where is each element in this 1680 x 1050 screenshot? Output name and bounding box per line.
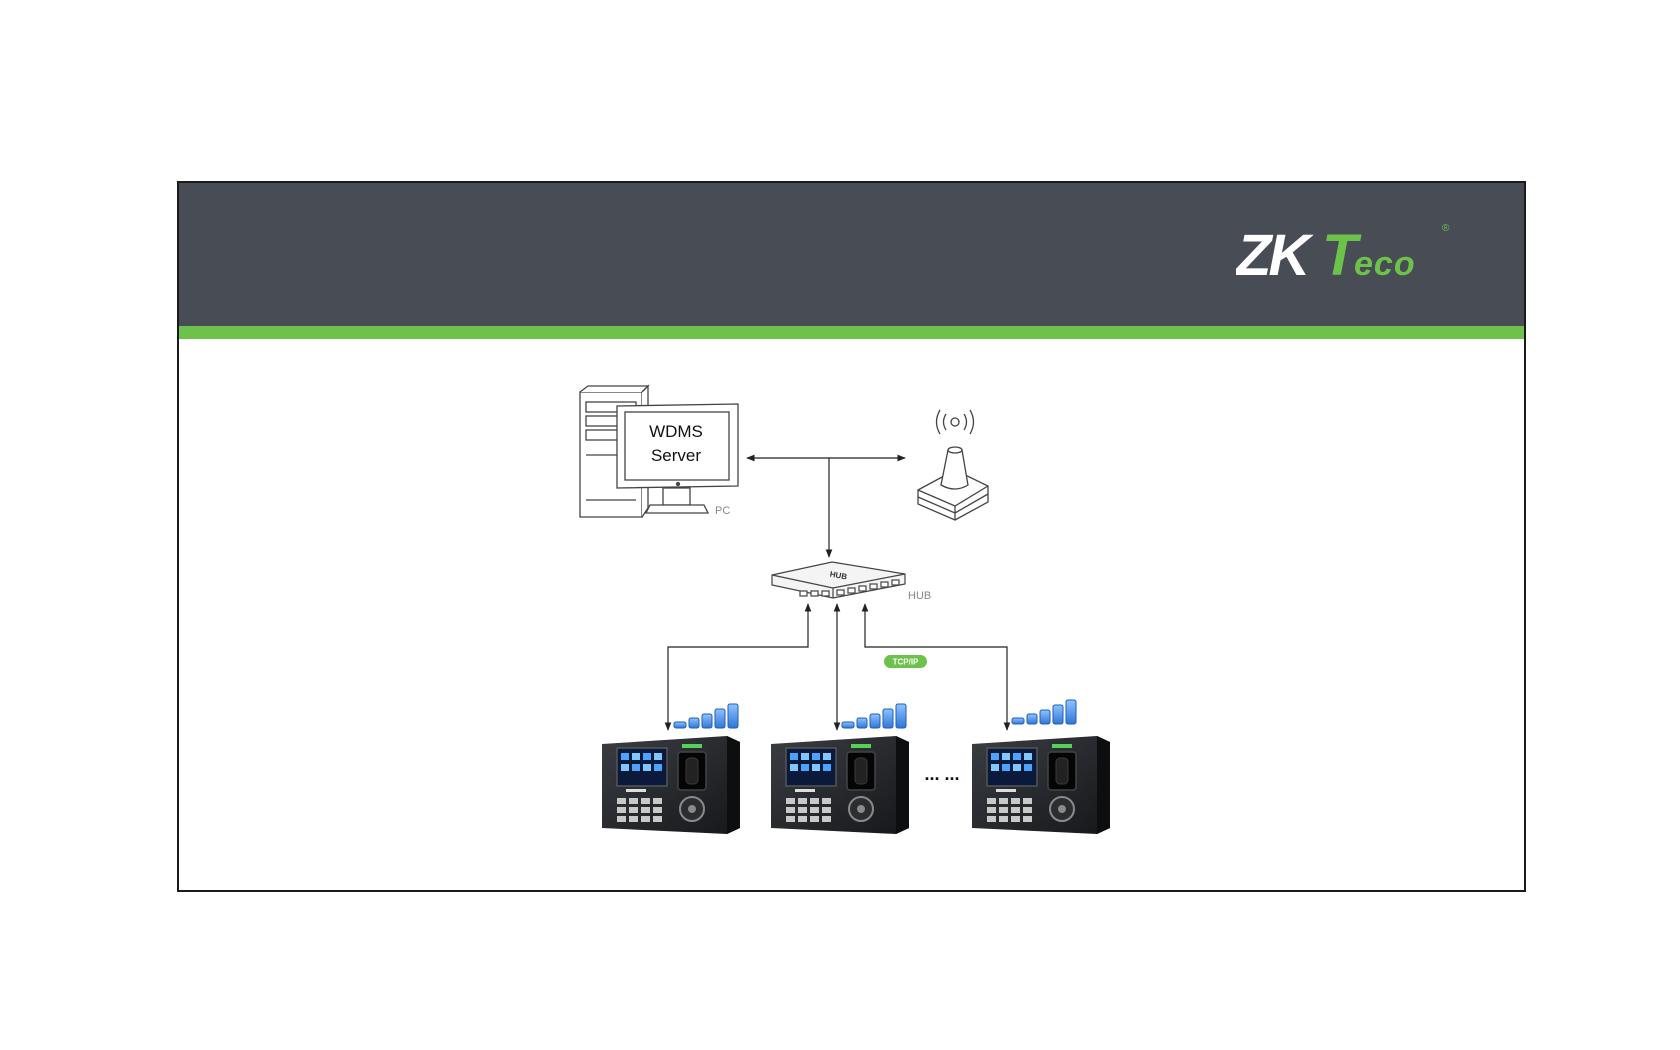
device-ellipsis: ... ...	[924, 764, 959, 784]
svg-text:eco: eco	[1354, 245, 1416, 283]
pc-label: PC	[715, 505, 730, 517]
monitor-icon	[616, 403, 739, 514]
server-label-line2: Server	[651, 446, 701, 465]
tcpip-label: TCP/IP	[893, 658, 919, 667]
accent-bar	[179, 326, 1524, 339]
server-router-link	[746, 454, 906, 558]
zkteco-logo: ZK T eco ®	[1236, 223, 1450, 287]
svg-text:ZK: ZK	[1236, 223, 1314, 287]
hub-label: HUB	[908, 590, 931, 602]
hub-device-links	[664, 603, 1011, 731]
time-attendance-terminal-icon	[770, 735, 910, 835]
wireless-router-icon	[917, 409, 989, 521]
registered-mark: ®	[1442, 223, 1450, 234]
hub-top-label: HUB	[829, 570, 848, 582]
network-hub-icon	[771, 561, 906, 599]
header-banner: ZK T eco ®	[179, 183, 1524, 326]
time-attendance-terminal-icon	[601, 735, 741, 835]
signal-strength-icon	[1011, 699, 1077, 725]
signal-strength-icon	[841, 703, 907, 729]
tcpip-badge: TCP/IP	[884, 655, 927, 668]
time-attendance-terminal-icon	[971, 735, 1111, 835]
svg-text:T: T	[1322, 223, 1362, 287]
server-label-line1: WDMS	[649, 422, 703, 441]
signal-strength-icon	[673, 703, 739, 729]
